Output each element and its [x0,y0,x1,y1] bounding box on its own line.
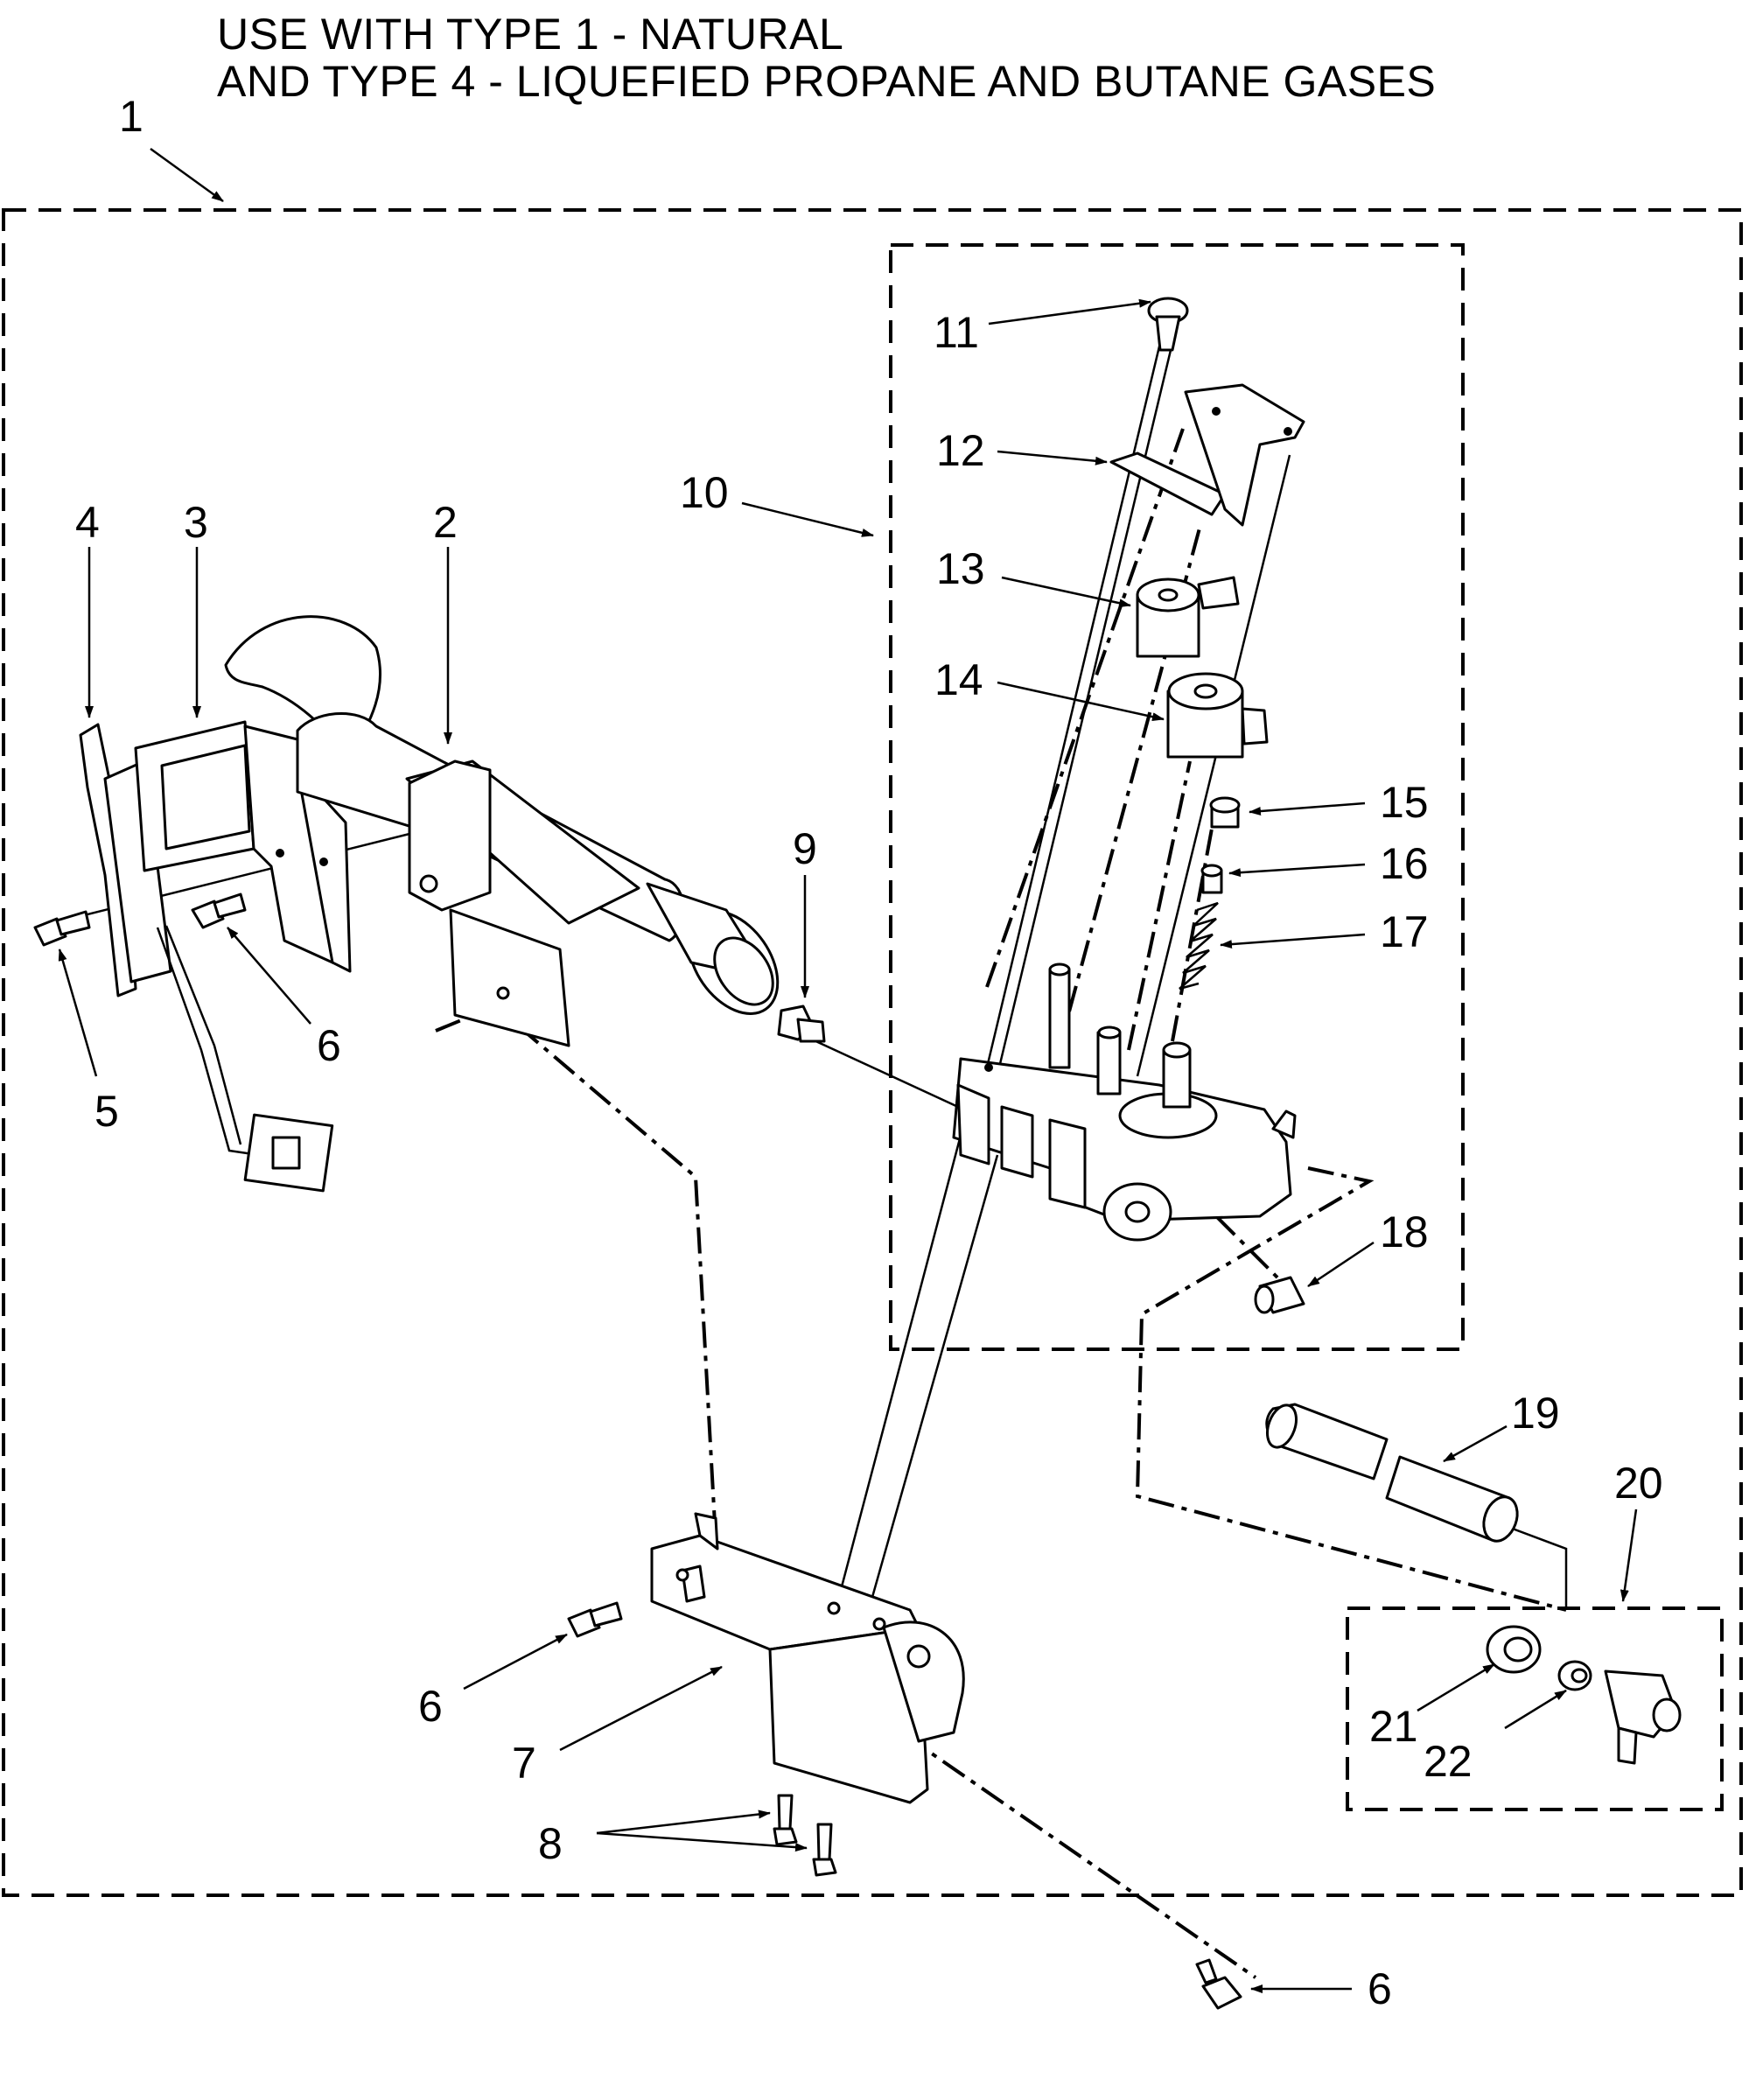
callout-3: 3 [184,498,208,547]
spring-part-17 [1179,901,1219,990]
diagram-title-line-1: USE WITH TYPE 1 - NATURAL [217,10,844,59]
leader-6-lower-left [463,1633,568,1690]
flame-sensor-bracket-part-4 [79,723,334,1193]
callout-15: 15 [1380,778,1429,827]
leader-8-a [596,1810,771,1835]
burner-tube-part-2 [224,615,780,1047]
leader-14 [997,681,1165,722]
fitting-assembly-20-boundary [1346,1606,1724,1811]
leader-12 [997,450,1108,466]
screw-part-6-upper [191,892,247,929]
ferrule-part-22 [1557,1660,1592,1691]
coil-part-13 [1136,576,1240,658]
screw-part-8-right [812,1823,837,1877]
plunger-part-16 [1200,864,1223,894]
nut-part-21 [1486,1625,1542,1674]
callout-14: 14 [934,655,983,704]
leader-17 [1220,933,1366,949]
callout-18: 18 [1380,1208,1429,1256]
leader-5 [58,948,98,1077]
leader-15 [1249,802,1366,816]
leader-7 [559,1665,723,1752]
callout-20: 20 [1614,1459,1663,1508]
leader-11 [988,298,1151,326]
coil-bracket-part-12 [1109,383,1305,527]
callout-1: 1 [119,92,143,141]
phantom-line-valve-to-fitting [1135,1166,1567,1612]
phantom-line-coil-13 [1055,524,1202,1058]
callout-5: 5 [94,1087,119,1136]
callout-21: 21 [1369,1702,1418,1751]
callout-9: 9 [793,824,817,873]
phantom-line-coil-14 [1127,760,1192,1051]
callout-16: 16 [1380,839,1429,888]
rod-to-bracket-left [834,1128,999,1620]
leader-6-upper [227,927,311,1025]
mounting-bracket-part-7 [650,1512,965,1804]
callout-2: 2 [433,498,458,547]
plug-part-18 [1254,1276,1305,1314]
leader-10 [741,501,874,537]
callout-4: 4 [75,498,100,547]
leader-20 [1620,1508,1638,1602]
tube-part-19 [1265,1403,1519,1543]
coil-part-14 [1166,672,1269,759]
callout-17: 17 [1380,907,1429,956]
leader-19 [1443,1424,1508,1463]
callout-6-bottom: 6 [1368,1964,1392,2013]
callout-7: 7 [512,1739,536,1788]
callout-19: 19 [1511,1389,1560,1438]
screw-part-11 [1147,297,1189,352]
phantom-line-bracket [435,1004,717,1541]
leader-22 [1504,1689,1567,1730]
valve-assembly-10-boundary [889,243,1465,1351]
callout-6-upper: 6 [317,1021,341,1070]
callout-22: 22 [1424,1737,1473,1786]
phantom-line-spring [1171,804,1218,1042]
orifice-part-9 [777,1004,826,1043]
leader-13 [1001,576,1131,608]
leader-16 [1228,863,1366,878]
mounting-screw-rod [985,305,1183,1068]
callout-13: 13 [936,544,985,593]
shutoff-valve-part-20 [1604,1670,1682,1765]
callout-11: 11 [934,308,979,357]
phantom-line-plug-18 [1214,1214,1292,1292]
leader-18 [1307,1241,1375,1288]
retainer-part-15 [1209,796,1241,829]
screw-part-5 [33,910,91,947]
screw-part-6-lower-left [567,1601,623,1638]
callout-6-lower-left: 6 [418,1682,443,1731]
callout-8: 8 [538,1819,563,1868]
leader-1 [150,147,224,203]
screw-part-6-bottom [1195,1958,1242,2010]
diagram-title-line-2: AND TYPE 4 - LIQUEFIED PROPANE AND BUTAN… [217,57,1437,106]
gas-valve-body [952,962,1297,1242]
tube-axis-line [1495,1521,1568,1608]
leader-8-b [596,1831,808,1852]
rod-right [1136,454,1291,1077]
assembly-1-boundary [2,208,1743,1897]
screw-part-8-left [773,1794,798,1846]
leader-21 [1417,1662,1495,1712]
callout-12: 12 [936,426,985,475]
callout-10: 10 [680,468,729,517]
